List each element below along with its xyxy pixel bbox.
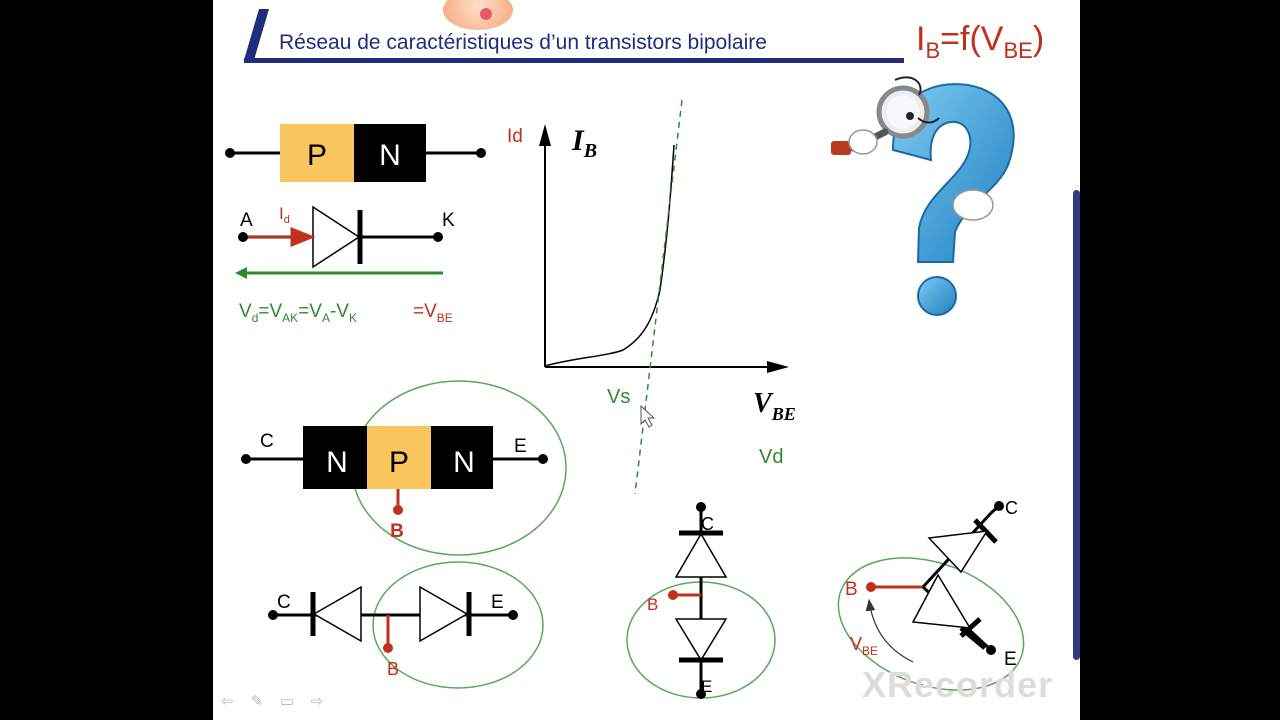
vertical-c-label: C [701,514,714,534]
diode-ak: A K Id Vd=VAK=VA-VK =VBE [235,204,455,325]
graph-vd-label: Vd [759,446,783,468]
question-mascot-icon [831,76,1015,316]
npn-e-label: E [514,436,527,457]
vertical-e-label: E [701,677,712,696]
graph-ib-label: IB [571,124,597,162]
title-underline [244,9,904,63]
pn-n-label: N [379,139,401,172]
two-diode-e-label: E [491,592,504,613]
npn-p-label: P [389,446,409,479]
title-formula: IB=f(VBE) [916,20,1045,63]
two-diode-model: C E B [268,561,544,689]
tangent-dashed-line [634,99,683,495]
pen-tool-icon[interactable]: ✎ [250,693,264,710]
npn-c-label: C [260,431,274,452]
two-diode-b-label: B [387,659,399,679]
diode-voltage-equation: Vd=VAK=VA-VK [239,301,357,325]
diode-cathode-label: K [442,210,455,231]
slide-menu-icon[interactable]: ▭ [279,693,295,710]
recorder-watermark: XRecorder [862,664,1054,705]
angled-b-label: B [845,579,858,600]
npn-b-label: B [390,521,404,542]
graph-id-label: Id [507,126,523,147]
vertical-b-label: B [647,595,658,614]
slide: P N A K Id Vd=VAK=VA-VK =VBE [213,0,1080,720]
right-edge-bar [1073,190,1080,660]
next-slide-icon[interactable]: ⇨ [310,693,324,710]
vertical-diode-model: C B E [626,502,776,699]
npn-n2-label: N [453,446,475,479]
angled-c-label: C [1005,498,1018,518]
pn-p-label: P [307,139,327,172]
angled-diode-model: B C E VBE [837,498,1025,691]
slide-nav: ⇦ ✎ ▭ ⇨ [219,692,325,710]
vbe-equation: =VBE [413,301,453,325]
prev-slide-icon[interactable]: ⇦ [220,693,234,710]
npn-junction: N P N C E B [241,380,567,556]
graph-vs-label: Vs [607,386,630,408]
title-bar: Réseau de caractéristiques d’un transist… [213,0,1080,80]
mouse-cursor-icon [640,404,656,428]
decor-dot [480,8,492,20]
ib-curve [544,144,675,367]
ib-vbe-graph: Id IB VBE Vs Vd [507,99,796,495]
npn-n1-label: N [326,446,348,479]
diode-anode-label: A [240,210,253,231]
angled-e-label: E [1004,649,1017,670]
two-diode-c-label: C [277,592,291,613]
diagram-canvas: P N A K Id Vd=VAK=VA-VK =VBE [225,9,1025,699]
diode-current-label: Id [279,204,290,226]
angled-vbe-label: VBE [850,634,878,658]
pn-junction: P N [225,124,486,182]
page-title: Réseau de caractéristiques d’un transist… [279,31,767,54]
graph-vbe-label: VBE [753,388,796,424]
